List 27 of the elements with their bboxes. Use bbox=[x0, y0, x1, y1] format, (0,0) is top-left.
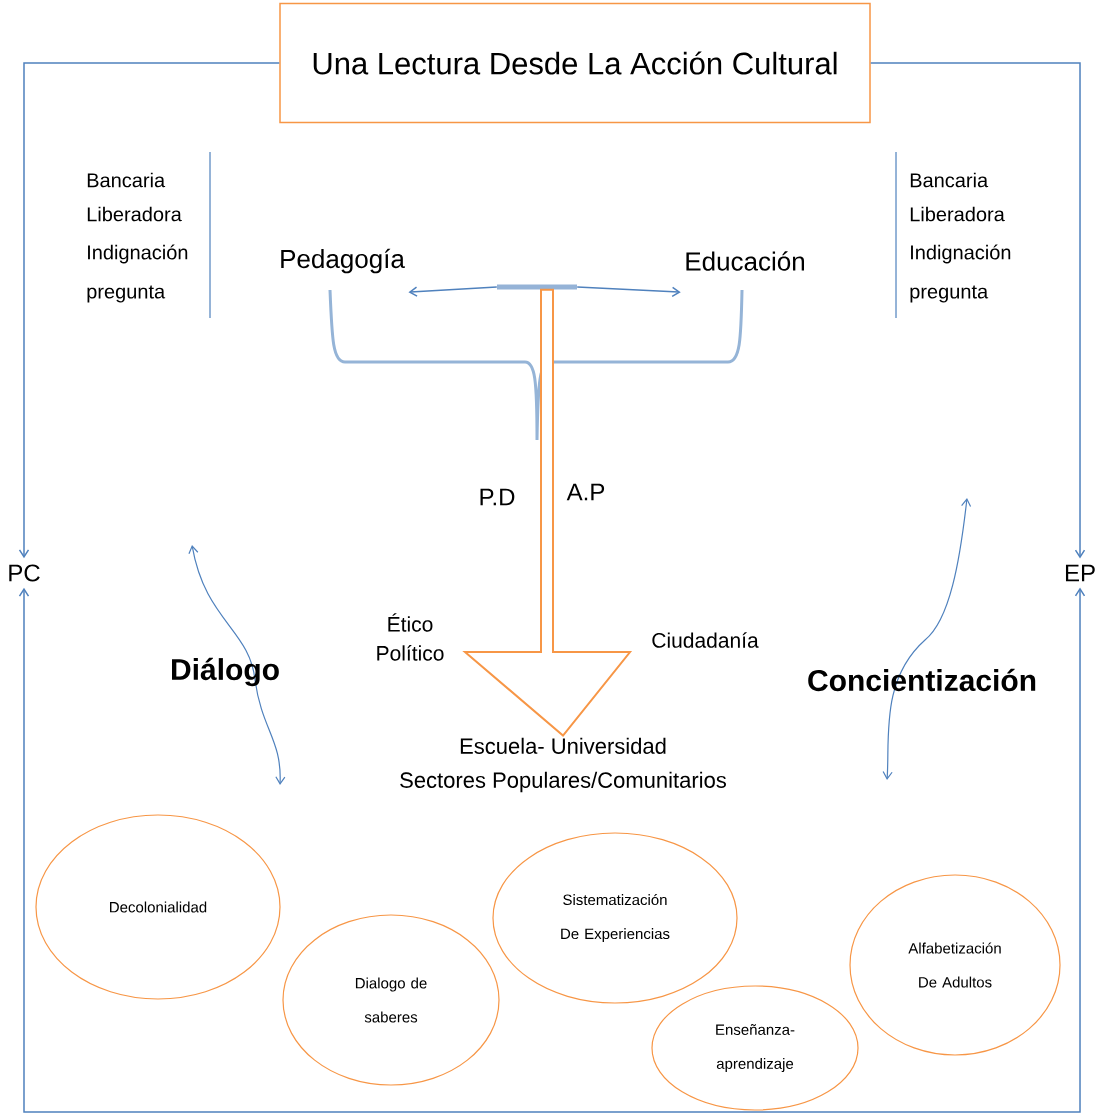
list-item: Liberadora bbox=[910, 206, 1005, 222]
concept-label: Pedagogía bbox=[281, 248, 405, 274]
keyword-label: Ciudadanía bbox=[652, 632, 759, 648]
arrow bbox=[462, 288, 633, 737]
target-text: Escuela- Universidad Sectores Populares/Comunitarios bbox=[400, 737, 726, 793]
heading-label: Diálogo bbox=[172, 657, 279, 687]
abbreviation-label: P.D bbox=[480, 488, 515, 506]
list-item: Liberadora bbox=[87, 206, 182, 222]
title-box: Una Lectura Desde La Acción Cultural bbox=[279, 2, 871, 124]
arrow bbox=[408, 286, 498, 297]
side-label: EP bbox=[1066, 564, 1095, 582]
list-item: pregunta bbox=[910, 285, 989, 303]
list-item: Bancaria bbox=[87, 172, 166, 188]
arrow bbox=[18, 62, 280, 559]
bar bbox=[497, 284, 577, 290]
concept-label: Educación bbox=[686, 251, 804, 271]
list-item: Indignación bbox=[911, 244, 1011, 264]
list-item: Indignación bbox=[88, 244, 188, 264]
list-item: Bancaria bbox=[910, 172, 989, 188]
arrow bbox=[870, 62, 1086, 559]
heading-label: Concientización bbox=[808, 668, 1036, 692]
list-item: pregunta bbox=[87, 285, 166, 303]
keyword-label: Ético Político bbox=[377, 613, 444, 661]
abbreviation-label: A.P bbox=[566, 483, 605, 501]
side-label: PC bbox=[9, 564, 40, 582]
arrow bbox=[18, 587, 1086, 1113]
arrow bbox=[576, 286, 681, 298]
